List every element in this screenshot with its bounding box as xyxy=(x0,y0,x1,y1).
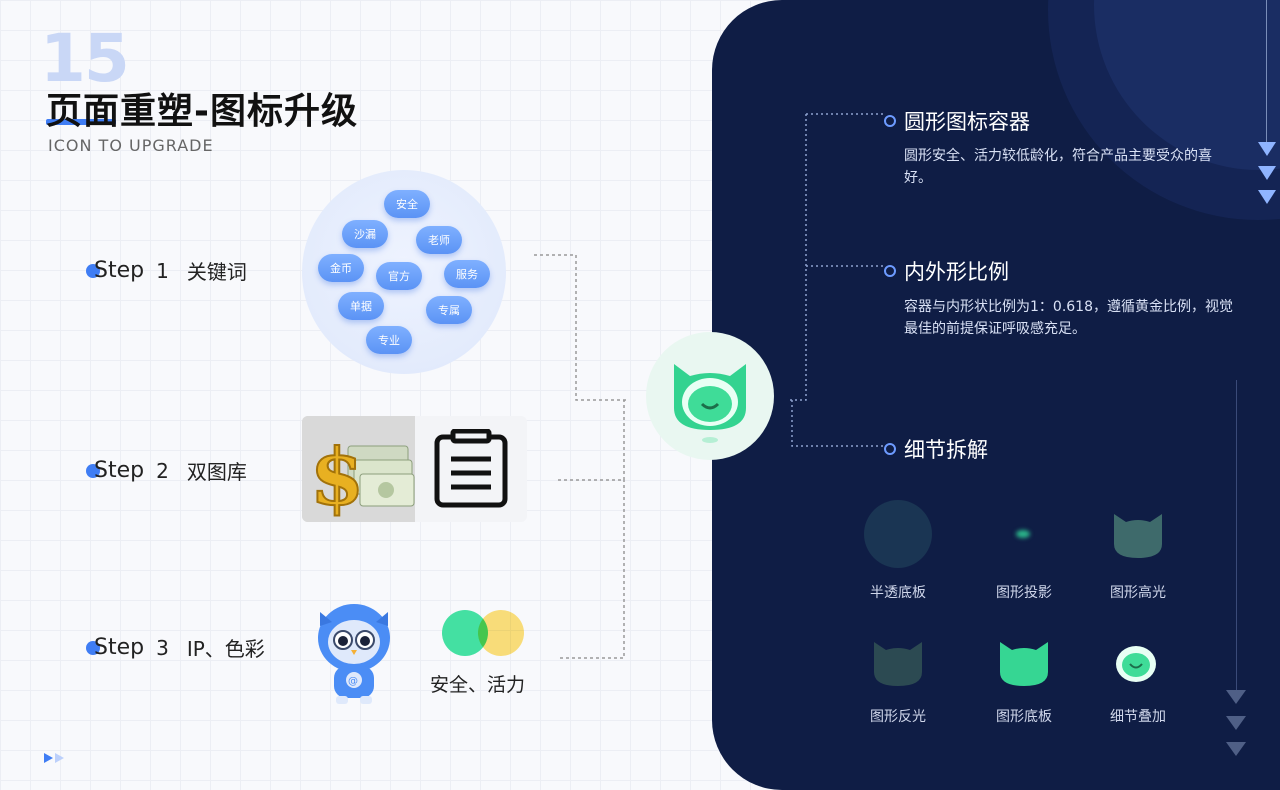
shadow-icon xyxy=(1016,530,1030,538)
section-desc: 容器与内形状比例为1：0.618，遵循黄金比例，视觉最佳的前提保证呼吸感充足。 xyxy=(904,299,1233,337)
section-dot-icon xyxy=(884,443,896,455)
play-marks-icon xyxy=(44,753,64,763)
arrow-line xyxy=(1236,380,1237,690)
arrow-line xyxy=(1266,0,1267,150)
cat-face-icon xyxy=(674,364,746,443)
detail-label: 图形底板 xyxy=(996,709,1052,725)
step-3: Step 3 IP、色彩 xyxy=(86,633,265,662)
keyword-pill: 专属 xyxy=(426,296,472,324)
panel-connector-lines xyxy=(790,113,884,447)
keyword-pill: 专业 xyxy=(366,326,412,354)
keyword-cloud: 安全 沙漏 老师 金币 官方 服务 单据 专属 专业 xyxy=(302,170,506,374)
money-illustration: $ xyxy=(302,416,415,522)
detail-label: 半透底板 xyxy=(870,585,926,601)
step-label: 双图库 xyxy=(186,460,247,484)
section-1-heading: 圆形图标容器 xyxy=(884,106,1030,136)
section-desc: 圆形安全、活力较低龄化，符合产品主要受众的喜好。 xyxy=(904,148,1212,186)
step-number: 1 xyxy=(156,258,169,283)
detail-label: 图形投影 xyxy=(996,585,1052,601)
page-title: 页面重塑-图标升级 xyxy=(46,91,358,132)
keyword-pill: 安全 xyxy=(384,190,430,218)
highlight-icon xyxy=(1114,514,1162,558)
detail-panel: 圆形图标容器 圆形安全、活力较低龄化，符合产品主要受众的喜好。 内外形比例 容器… xyxy=(712,0,1280,790)
title-underline xyxy=(46,119,116,125)
step-bullet-icon xyxy=(86,640,100,655)
color-label: 安全、活力 xyxy=(430,674,526,696)
reflection-icon xyxy=(874,642,922,686)
center-icon-container xyxy=(646,332,774,460)
step-bullet-icon xyxy=(86,463,100,478)
step-label: IP、色彩 xyxy=(186,637,265,661)
step-number: 3 xyxy=(156,635,169,660)
keyword-pill: 官方 xyxy=(376,262,422,290)
svg-text:$: $ xyxy=(310,432,364,522)
section-title: 细节拆解 xyxy=(904,438,988,462)
step-word: Step xyxy=(94,258,145,283)
section-dot-icon xyxy=(884,115,896,127)
page-subtitle: ICON TO UPGRADE xyxy=(48,136,214,155)
slide-number: 15 xyxy=(40,20,130,97)
section-title: 圆形图标容器 xyxy=(904,110,1030,134)
section-2-heading: 内外形比例 xyxy=(884,256,1009,286)
down-arrows-icon xyxy=(1258,142,1276,204)
step-word: Step xyxy=(94,635,145,660)
step-word: Step xyxy=(94,458,145,483)
detail-label: 细节叠加 xyxy=(1110,709,1166,725)
step-label: 关键词 xyxy=(186,260,247,284)
step-bullet-icon xyxy=(86,263,100,278)
step-2: Step 2 双图库 xyxy=(86,456,247,485)
shape-base-icon xyxy=(1000,642,1048,686)
keyword-pill: 老师 xyxy=(416,226,462,254)
icon-library-card: $ xyxy=(302,416,527,522)
section-title: 内外形比例 xyxy=(904,260,1009,284)
section-dot-icon xyxy=(884,265,896,277)
detail-label: 图形反光 xyxy=(870,709,926,725)
section-3-heading: 细节拆解 xyxy=(884,434,988,464)
yellow-swatch xyxy=(478,610,524,656)
step-number: 2 xyxy=(156,458,169,483)
keyword-pill: 服务 xyxy=(444,260,490,288)
step-1: Step 1 关键词 xyxy=(86,256,247,285)
keyword-pill: 单据 xyxy=(338,292,384,320)
translucent-base-icon xyxy=(864,500,932,568)
keyword-pill: 沙漏 xyxy=(342,220,388,248)
detail-overlay-icon xyxy=(1116,646,1156,682)
connector-lines xyxy=(534,254,628,659)
detail-label: 图形高光 xyxy=(1110,585,1166,601)
document-icon xyxy=(415,416,527,522)
keyword-pill: 金币 xyxy=(318,254,364,282)
down-arrows-icon xyxy=(1226,690,1246,756)
owl-mascot-icon: @ xyxy=(314,600,394,712)
svg-text:@: @ xyxy=(348,676,358,687)
